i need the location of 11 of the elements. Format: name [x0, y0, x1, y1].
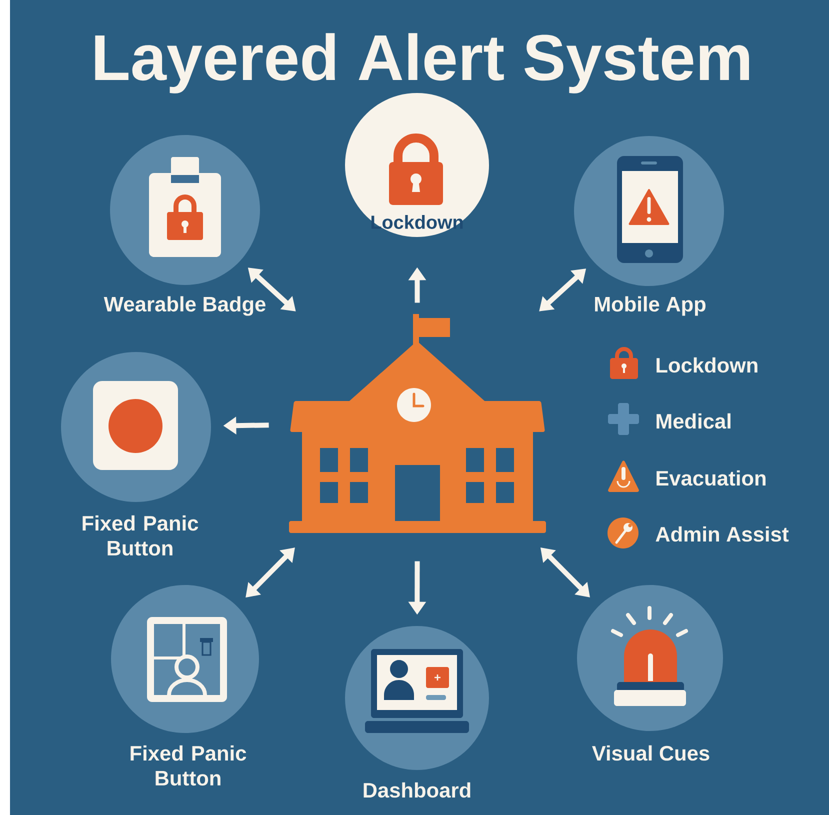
- legend-label: Lockdown: [656, 357, 758, 373]
- title: Layered Alert System: [95, 33, 749, 94]
- node-label: Mobile App: [595, 296, 706, 316]
- node-label: Fixed Panic Button: [130, 745, 246, 786]
- node-label: Fixed Panic Button: [82, 515, 198, 556]
- legend-label: Medical: [656, 413, 730, 429]
- node-label: Visual Cues: [592, 745, 710, 761]
- node-label: Dashboard: [364, 782, 470, 798]
- node-label: Wearable Badge: [104, 296, 266, 316]
- legend-label: Evacuation: [656, 470, 766, 486]
- legend-label: Admin Assist: [656, 526, 789, 542]
